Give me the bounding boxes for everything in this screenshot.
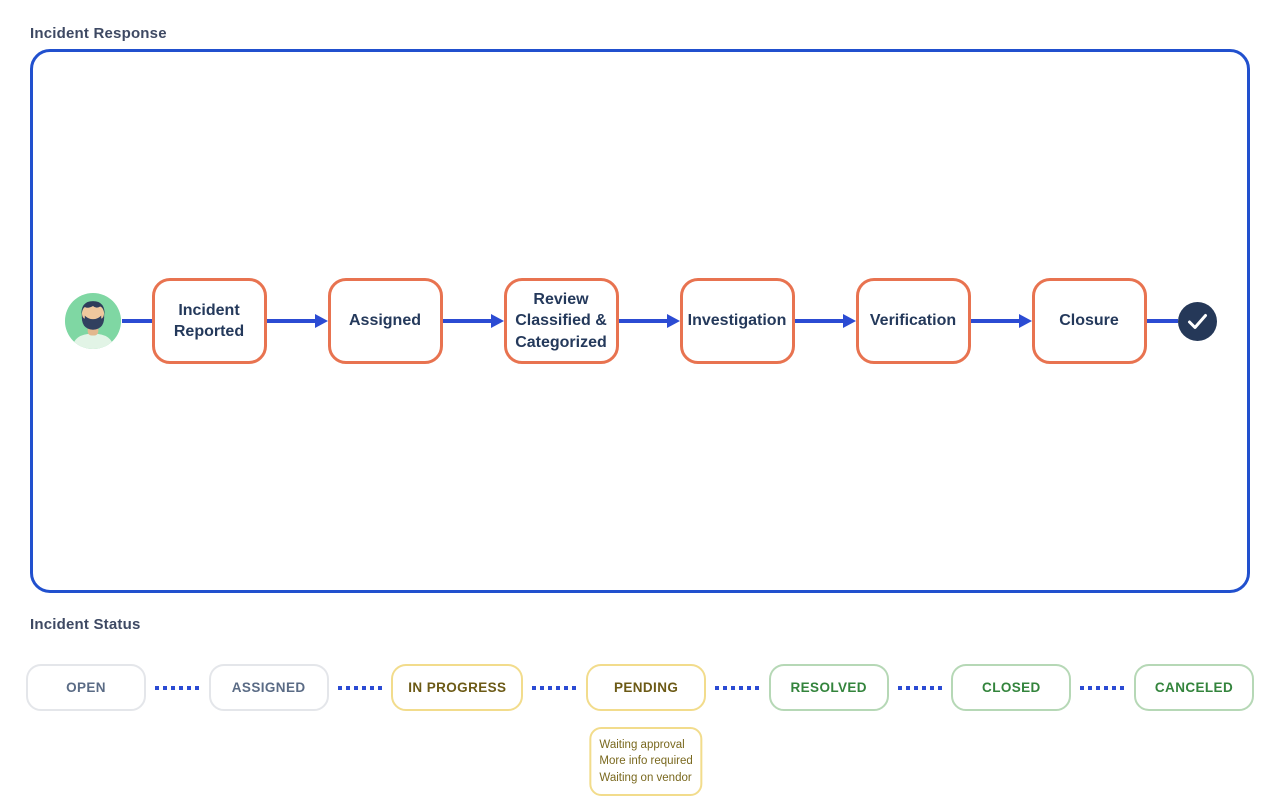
- step-label: Review Classified & Categorized: [515, 291, 607, 351]
- status-item-open: OPEN: [26, 664, 146, 711]
- flow-arrow: [794, 319, 856, 323]
- status-item-pending: PENDING Waiting approval More info requi…: [586, 664, 707, 796]
- flow-connector-end: [1146, 319, 1178, 323]
- status-label: ASSIGNED: [231, 680, 306, 695]
- status-label: CANCELED: [1154, 680, 1234, 695]
- status-label: IN PROGRESS: [408, 680, 507, 695]
- step-box-investigation: Investigation: [679, 278, 795, 364]
- flow-arrow: [266, 319, 328, 323]
- status-item-closed: CLOSED: [951, 664, 1072, 711]
- status-connector: [532, 685, 578, 690]
- step-box-incident-reported: Incident Reported: [151, 278, 267, 364]
- flow-connector-start: [121, 319, 152, 323]
- status-pill-open: OPEN: [26, 664, 146, 711]
- flow-arrow: [442, 319, 504, 323]
- status-label: CLOSED: [982, 680, 1041, 695]
- flow-row: Incident Reported Assigned Review Classi…: [64, 278, 1217, 364]
- step-box-verification: Verification: [855, 278, 971, 364]
- status-pill-resolved: RESOLVED: [768, 664, 889, 711]
- check-icon: [1187, 313, 1207, 329]
- step-box-assigned: Assigned: [327, 278, 443, 364]
- step-label: Closure: [1059, 312, 1119, 330]
- incident-status-title: Incident Status: [30, 616, 141, 633]
- flow-arrow: [618, 319, 680, 323]
- status-label: PENDING: [613, 680, 679, 695]
- pending-note-line: More info required: [599, 755, 693, 768]
- status-pill-closed: CLOSED: [951, 664, 1072, 711]
- status-pill-assigned: ASSIGNED: [208, 664, 329, 711]
- status-connector: [897, 685, 943, 690]
- status-item-canceled: CANCELED: [1134, 664, 1255, 711]
- status-connector: [1080, 685, 1126, 690]
- step-label: Assigned: [348, 312, 421, 330]
- status-label: RESOLVED: [790, 680, 867, 695]
- status-item-resolved: RESOLVED: [768, 664, 889, 711]
- pending-note: Waiting approval More info required Wait…: [589, 727, 703, 796]
- status-connector: [155, 685, 200, 690]
- step-box-review: Review Classified & Categorized: [503, 278, 619, 364]
- step-label: Verification: [869, 312, 957, 330]
- step-label: Incident Reported: [173, 301, 245, 340]
- status-pill-pending: PENDING: [586, 664, 707, 711]
- person-avatar-icon: [64, 292, 121, 350]
- flow-complete-badge: [1177, 301, 1217, 341]
- flow-arrow: [970, 319, 1032, 323]
- status-row: OPEN ASSIGNED IN PROGRESS PENDING Waitin…: [26, 664, 1255, 796]
- status-connector: [715, 685, 760, 690]
- status-item-in-progress: IN PROGRESS: [391, 664, 524, 711]
- step-label: Investigation: [687, 312, 787, 330]
- incident-response-panel: Incident Reported Assigned Review Classi…: [30, 49, 1250, 593]
- status-item-assigned: ASSIGNED: [208, 664, 329, 711]
- status-pill-in-progress: IN PROGRESS: [391, 664, 524, 711]
- step-box-closure: Closure: [1031, 278, 1147, 364]
- incident-response-title: Incident Response: [30, 25, 167, 42]
- status-pill-canceled: CANCELED: [1134, 664, 1255, 711]
- pending-note-line: Waiting on vendor: [599, 771, 692, 784]
- reporter-avatar: [64, 292, 122, 350]
- status-connector: [337, 685, 383, 690]
- status-label: OPEN: [66, 680, 106, 695]
- pending-note-line: Waiting approval: [599, 739, 685, 751]
